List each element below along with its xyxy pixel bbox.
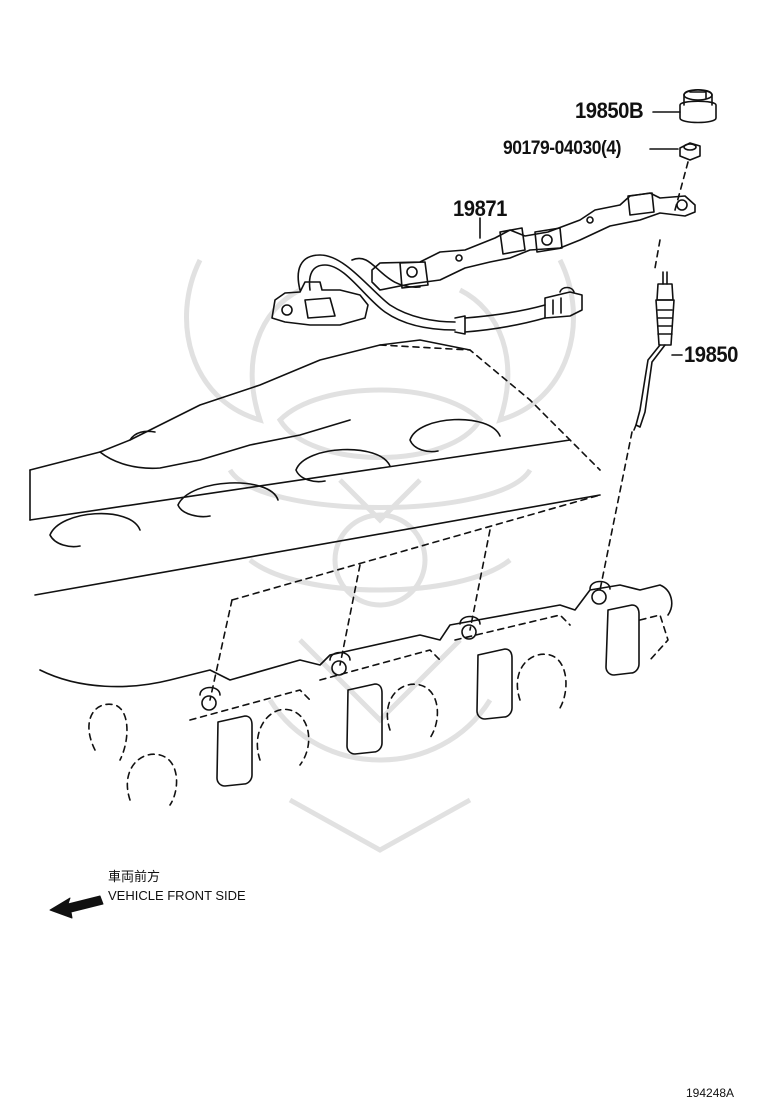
plug-hole-2	[331, 660, 347, 676]
port-rectangles	[216, 604, 640, 787]
dashed-locator-3	[469, 529, 491, 631]
cylinder-head-right-dashed	[379, 344, 601, 471]
bore-4	[409, 418, 501, 453]
glow-plug-dashed-axis	[599, 431, 633, 591]
cylinder-head-side-edge	[29, 439, 571, 521]
cylinder-head-chamfer	[129, 430, 156, 441]
front-direction-arrow	[49, 895, 104, 919]
callout-19871: 19871	[453, 196, 507, 221]
plug-terminal-19850b	[679, 88, 717, 124]
bore-1	[49, 512, 141, 548]
plug-hole-1	[201, 695, 217, 711]
manifold-openings	[88, 614, 669, 806]
manifold-upper-edge	[39, 584, 673, 688]
plug-hole-4	[591, 589, 607, 605]
dashed-locator-1	[209, 599, 233, 701]
direction-label-jp: 車両前方	[108, 869, 161, 884]
nut-90179	[679, 142, 701, 161]
cylinder-head-top-edge	[29, 339, 471, 471]
figure-id: 194248A	[686, 1086, 735, 1100]
cylinder-head-step	[99, 419, 351, 470]
callout-19850b: 19850B	[575, 98, 644, 123]
cylinder-head-lower-edge	[34, 494, 601, 596]
wire-harness-19871	[271, 192, 696, 335]
glow-plug	[633, 271, 675, 431]
dashed-locator-4	[231, 494, 601, 601]
bore-2	[177, 482, 279, 518]
plug-hole-3	[461, 624, 477, 640]
bore-3	[295, 448, 391, 483]
direction-label-en: VEHICLE FRONT SIDE	[108, 888, 246, 903]
callout-90179-nut: 90179-04030(4)	[503, 138, 621, 159]
nut-dashed-axis	[654, 161, 689, 269]
watermark-crest	[184, 258, 576, 853]
dashed-locator-2	[339, 564, 361, 666]
linework	[29, 88, 717, 919]
callout-19850: 19850	[684, 342, 738, 367]
